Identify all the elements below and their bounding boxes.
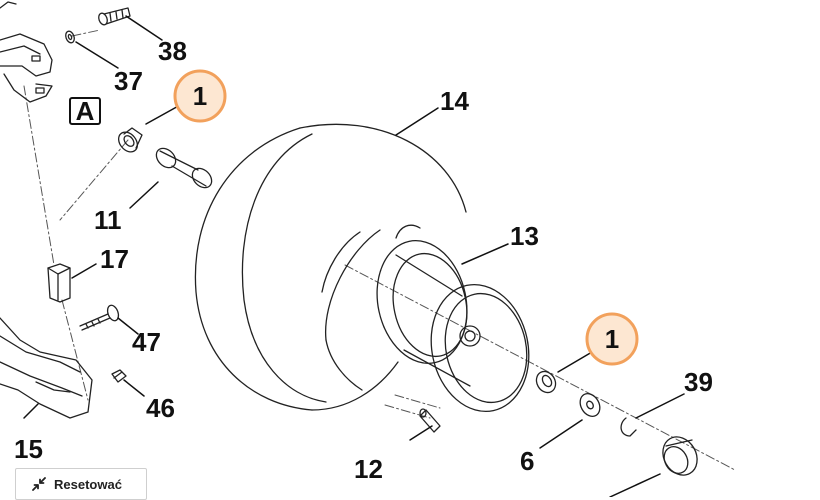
part-37-washer[interactable] <box>64 30 76 44</box>
callout-37[interactable]: 37 <box>114 66 143 96</box>
callout-14[interactable]: 14 <box>440 86 469 116</box>
part-17-bushing[interactable] <box>47 263 71 303</box>
part-13-rim[interactable] <box>366 232 540 420</box>
highlight-circle <box>585 312 639 366</box>
part-hub-cap[interactable] <box>656 431 704 482</box>
callout-15[interactable]: 15 <box>14 434 43 464</box>
callout-labels: A 1 1 38 37 14 13 11 17 47 46 15 12 6 39 <box>14 36 713 484</box>
callout-6[interactable]: 6 <box>520 446 534 476</box>
part-6-washer[interactable] <box>576 390 604 420</box>
highlight-marker-top[interactable] <box>173 69 227 123</box>
callout-46[interactable]: 46 <box>146 393 175 423</box>
part-12-valve[interactable] <box>419 408 441 433</box>
part-39-clip[interactable] <box>620 417 637 437</box>
callout-47[interactable]: 47 <box>132 327 161 357</box>
assembly-axis-lines <box>23 29 736 471</box>
part-1-bushing-mid[interactable] <box>533 368 560 396</box>
callout-11[interactable]: 11 <box>94 205 122 235</box>
section-badge-label: A <box>76 96 95 126</box>
highlight-circle <box>173 69 227 123</box>
reset-view-label: Resetować <box>54 476 122 492</box>
callout-12[interactable]: 12 <box>354 454 383 484</box>
callout-38[interactable]: 38 <box>158 36 187 66</box>
collapse-arrows-icon <box>32 477 46 491</box>
part-38-bolt[interactable] <box>97 7 131 26</box>
frame-bracket[interactable] <box>0 1 53 103</box>
callout-39[interactable]: 39 <box>684 367 713 397</box>
part-1-bushing-top[interactable] <box>115 127 143 156</box>
section-badge-frame <box>69 97 101 125</box>
highlight-marker-mid[interactable] <box>585 312 639 366</box>
leader-lines <box>23 15 685 497</box>
part-47-bolt[interactable] <box>79 304 120 331</box>
callout-1-top[interactable]: 1 <box>193 81 207 111</box>
callout-13[interactable]: 13 <box>510 221 539 251</box>
part-15-axle-arm[interactable] <box>0 317 93 419</box>
part-14-tire[interactable] <box>194 123 467 411</box>
part-11-spacer[interactable] <box>153 145 216 192</box>
callout-17[interactable]: 17 <box>100 244 129 274</box>
callout-1-mid[interactable]: 1 <box>605 324 619 354</box>
part-46-fitting[interactable] <box>111 369 127 383</box>
reset-view-button[interactable]: Resetować <box>15 468 147 500</box>
